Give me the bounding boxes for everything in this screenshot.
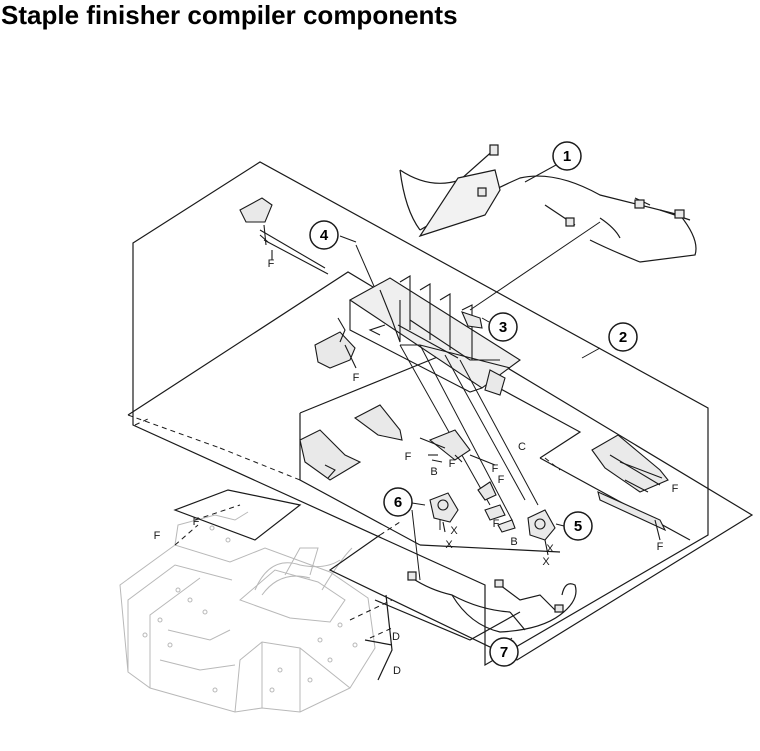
label-f: F	[449, 458, 456, 470]
upper-left-bracket	[239, 197, 329, 275]
callout-6: 6	[383, 487, 413, 517]
letter-labels: F F F F F F F F F F F B B C X X X X D D	[154, 258, 679, 677]
callout-7: 7	[489, 637, 519, 667]
label-f: F	[493, 518, 500, 530]
callout-1: 1	[552, 141, 582, 171]
callout-2: 2	[608, 322, 638, 352]
group-outlines	[127, 161, 754, 681]
label-f: F	[498, 474, 505, 486]
label-f: F	[154, 530, 161, 542]
label-x: X	[445, 539, 453, 551]
svg-text:5: 5	[574, 518, 582, 535]
harness-7	[407, 571, 577, 633]
middle-components	[299, 404, 496, 481]
label-x: X	[546, 543, 554, 555]
label-x: X	[542, 556, 550, 568]
label-f: F	[672, 483, 679, 495]
svg-text:7: 7	[500, 644, 508, 661]
dashed-leaders	[127, 414, 561, 639]
page-title: Staple finisher compiler components	[1, 0, 458, 30]
label-b: B	[510, 536, 517, 548]
ghost-finisher-frame	[119, 511, 376, 713]
svg-text:6: 6	[394, 494, 402, 511]
callout-5: 5	[563, 511, 593, 541]
label-f: F	[657, 541, 664, 553]
callout-3: 3	[488, 312, 518, 342]
svg-text:1: 1	[563, 148, 571, 165]
label-d: D	[393, 665, 401, 677]
label-f: F	[405, 451, 412, 463]
label-x: X	[450, 525, 458, 537]
label-f: F	[353, 372, 360, 384]
svg-text:3: 3	[499, 319, 507, 336]
label-f: F	[492, 463, 499, 475]
label-d: D	[392, 631, 400, 643]
motor-6	[429, 492, 459, 533]
left-small-bracket	[314, 317, 357, 369]
callout-4: 4	[309, 220, 339, 250]
motor-5	[527, 509, 556, 556]
small-brackets-lower	[431, 459, 516, 533]
compiler-shafts	[399, 344, 539, 521]
label-f: F	[193, 516, 200, 528]
label-b: B	[430, 466, 437, 478]
right-compiler-assembly	[591, 434, 669, 541]
label-f: F	[268, 258, 275, 270]
svg-text:2: 2	[619, 329, 627, 346]
label-c: C	[518, 441, 526, 453]
svg-text:4: 4	[320, 227, 329, 244]
harness-1	[399, 144, 697, 263]
